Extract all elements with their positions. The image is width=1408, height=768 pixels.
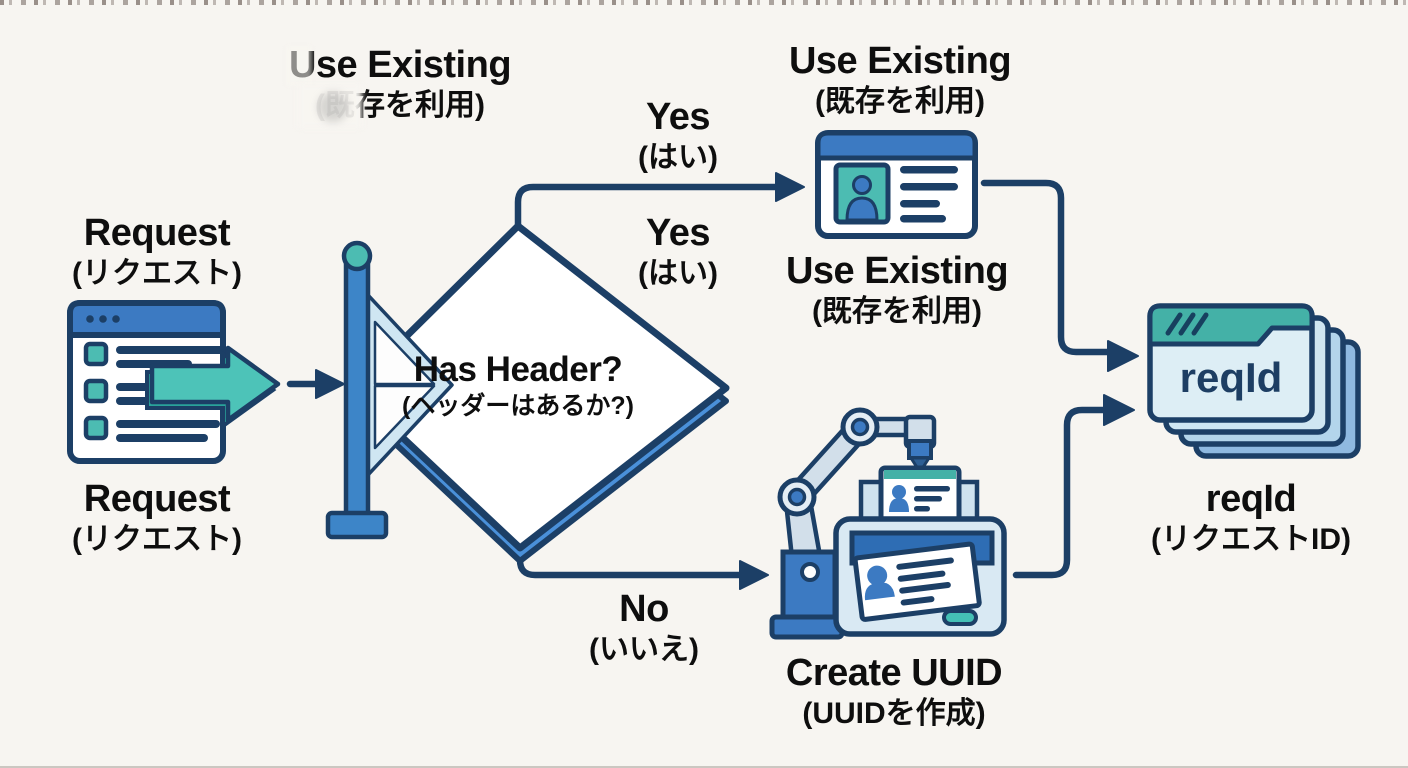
- printer-button: [942, 609, 978, 626]
- no-arrow: [516, 548, 744, 579]
- signpost: [325, 240, 454, 540]
- use-existing-text: Use Existing: [785, 250, 1009, 292]
- person-icon: [852, 175, 872, 195]
- robot-arm: [777, 407, 937, 561]
- signpost-pole: [343, 257, 371, 523]
- printed-card: [852, 541, 982, 622]
- label-create-uuid: Create UUID (UUIDを作成): [744, 652, 1044, 734]
- window-dot-icon: [86, 315, 94, 323]
- stack-reqid-text: reqId: [1180, 354, 1283, 401]
- teal-arrow-icon: [145, 345, 281, 430]
- window-dot-icon: [112, 315, 120, 323]
- slashes-icon: [1165, 312, 1209, 336]
- use-existing-ja-text: (既存を利用): [815, 85, 985, 118]
- label-use-existing-below-card: Use Existing (既存を利用): [757, 250, 1037, 332]
- yes-ja-text: (はい): [638, 141, 718, 174]
- top-edge-artifact: [0, 0, 1408, 5]
- decision-diamond: [348, 222, 730, 564]
- yes-text: Yes: [645, 212, 711, 254]
- request-text: Request: [83, 478, 231, 520]
- nozzle: [907, 439, 933, 460]
- signpost-truss: [365, 292, 454, 478]
- card-header: [815, 130, 978, 161]
- flow-arrows: [286, 172, 1139, 590]
- label-reqid: reqId (リクエストID): [1121, 478, 1381, 560]
- window-dot-icon: [99, 315, 107, 323]
- create-uuid-text: Create UUID: [785, 652, 1003, 694]
- reqid-ja-text: (リクエストID): [1151, 523, 1351, 556]
- use-existing-ja-text: (既存を利用): [812, 295, 982, 328]
- fade-artifact: [286, 46, 312, 86]
- id-card-icon: [815, 130, 978, 239]
- has-header-ja-text: (ヘッダーはあるか?): [402, 392, 634, 420]
- fade-artifact: [298, 84, 362, 128]
- person-shoulders: [845, 196, 879, 222]
- use-existing-text: Use Existing: [788, 40, 1012, 82]
- label-use-existing-top-right: Use Existing (既存を利用): [760, 40, 1040, 122]
- signpost-base: [325, 510, 389, 540]
- label-request-bottom: Request (リクエスト): [37, 478, 277, 560]
- arrowhead-icon: [775, 172, 805, 202]
- label-yes-lower: Yes (はい): [588, 212, 768, 294]
- request-ja-text: (リクエスト): [72, 257, 242, 290]
- stamped-card: [858, 465, 980, 525]
- no-ja-text: (いいえ): [589, 633, 699, 666]
- use-existing-text: Use Existing: [288, 44, 512, 86]
- label-yes-upper: Yes (はい): [588, 96, 768, 178]
- has-header-text: Has Header?: [413, 350, 623, 389]
- machine-to-reqid-arrow: [1012, 406, 1108, 579]
- reqid-text: reqId: [1205, 478, 1297, 520]
- arrowhead-icon: [315, 369, 345, 399]
- arrowhead-icon: [1107, 340, 1139, 372]
- bottom-edge-artifact: [0, 766, 1408, 768]
- signpost-ball: [341, 240, 373, 272]
- arrowhead-icon: [739, 560, 769, 590]
- window-titlebar: [67, 300, 226, 338]
- nozzle-tip: [908, 456, 932, 475]
- label-request-top: Request (リクエスト): [37, 212, 277, 294]
- reqid-stack-icon: reqId: [1147, 303, 1361, 459]
- arrowhead-icon: [1103, 394, 1135, 426]
- request-text: Request: [83, 212, 231, 254]
- smudge-artifact: [318, 92, 348, 122]
- card-to-reqid-arrow: [980, 179, 1112, 356]
- label-has-header: Has Header? (ヘッダーはあるか?): [378, 350, 658, 422]
- label-no: No (いいえ): [554, 588, 734, 670]
- create-uuid-ja-text: (UUIDを作成): [802, 697, 986, 730]
- uuid-machine-icon: [769, 407, 1007, 640]
- no-text: No: [619, 588, 669, 630]
- yes-arrow: [514, 183, 780, 232]
- request-ja-text: (リクエスト): [72, 523, 242, 556]
- yes-text: Yes: [645, 96, 711, 138]
- yes-ja-text: (はい): [638, 257, 718, 290]
- request-window-icon: [67, 300, 281, 464]
